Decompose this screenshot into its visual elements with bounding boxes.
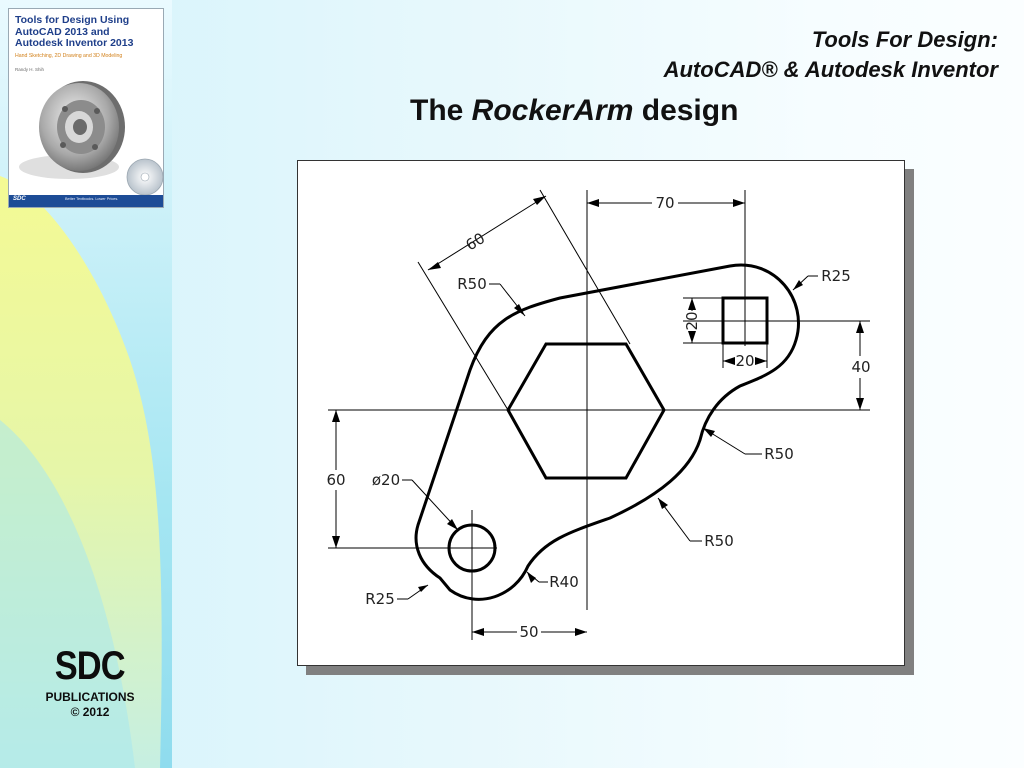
rockerarm-outline — [414, 263, 800, 601]
title-prefix: The — [410, 94, 472, 127]
dim-60-angled: 60 — [462, 229, 488, 254]
sidebar-swoosh — [0, 176, 162, 768]
book-title-line2: AutoCAD 2013 and — [15, 25, 110, 38]
dim-r40: R40 — [549, 573, 579, 591]
dim-r50-right: R50 — [764, 445, 794, 463]
book-author: Randy H. Shih — [15, 67, 45, 72]
center-lines — [328, 190, 870, 640]
dim-r25-top-right: R25 — [821, 267, 851, 285]
sidebar-panel: Tools for Design Using AutoCAD 2013 and … — [0, 0, 172, 768]
book-cover: Tools for Design Using AutoCAD 2013 and … — [8, 8, 164, 208]
copyright-text: © 2012 — [70, 705, 110, 719]
hexagon-feature — [506, 342, 666, 480]
title-suffix: design — [633, 94, 739, 127]
dim-70-top: 70 — [655, 194, 674, 212]
dim-20-square-height: 20 — [683, 311, 701, 330]
sdc-publications-logo: SDC PUBLICATIONS © 2012 — [20, 644, 160, 720]
rockerarm-drawing-frame: 70 60 R50 R25 20 20 40 R50 60 ø20 R50 R4… — [297, 160, 905, 666]
dim-60-left: 60 — [326, 471, 345, 489]
dim-r50-top-left: R50 — [457, 275, 487, 293]
book-title: Tools for Design Using AutoCAD 2013 and … — [15, 14, 161, 50]
dimension-lines — [335, 189, 861, 633]
book-subtitle: Hand Sketching, 2D Drawing and 3D Modeli… — [15, 53, 123, 59]
publisher-name: PUBLICATIONS — [45, 690, 135, 704]
wheel-image — [19, 81, 163, 195]
dim-20-square-width: 20 — [735, 352, 754, 370]
book-publisher-logo: SDC — [13, 196, 26, 202]
rockerarm-drawing: 70 60 R50 R25 20 20 40 R50 60 ø20 R50 R4… — [326, 189, 871, 641]
book-tagline: Better Textbooks. Lower Prices. — [65, 197, 119, 201]
dim-50-bottom: 50 — [519, 623, 538, 641]
book-publisher-bar: SDC Better Textbooks. Lower Prices. — [9, 195, 163, 207]
book-title-line3: Autodesk Inventor 2013 — [15, 37, 134, 49]
sdc-logo-mark: SDC — [54, 644, 126, 688]
title-italic: RockerArm — [471, 94, 634, 127]
dim-diameter-20: ø20 — [372, 471, 400, 489]
header-line-1: Tools For Design: — [811, 27, 998, 52]
square-feature — [721, 296, 769, 345]
dim-40-right: 40 — [851, 358, 870, 376]
book-title-line1: Tools for Design Using — [15, 14, 130, 26]
dim-r25-bottom-left: R25 — [365, 590, 395, 608]
header-line-2: AutoCAD® & Autodesk Inventor — [663, 57, 998, 82]
dimension-arrows — [332, 196, 864, 636]
dim-r50-bottom: R50 — [704, 532, 734, 550]
slide-title: The RockerArm design — [410, 93, 738, 129]
circle-feature — [447, 523, 497, 573]
